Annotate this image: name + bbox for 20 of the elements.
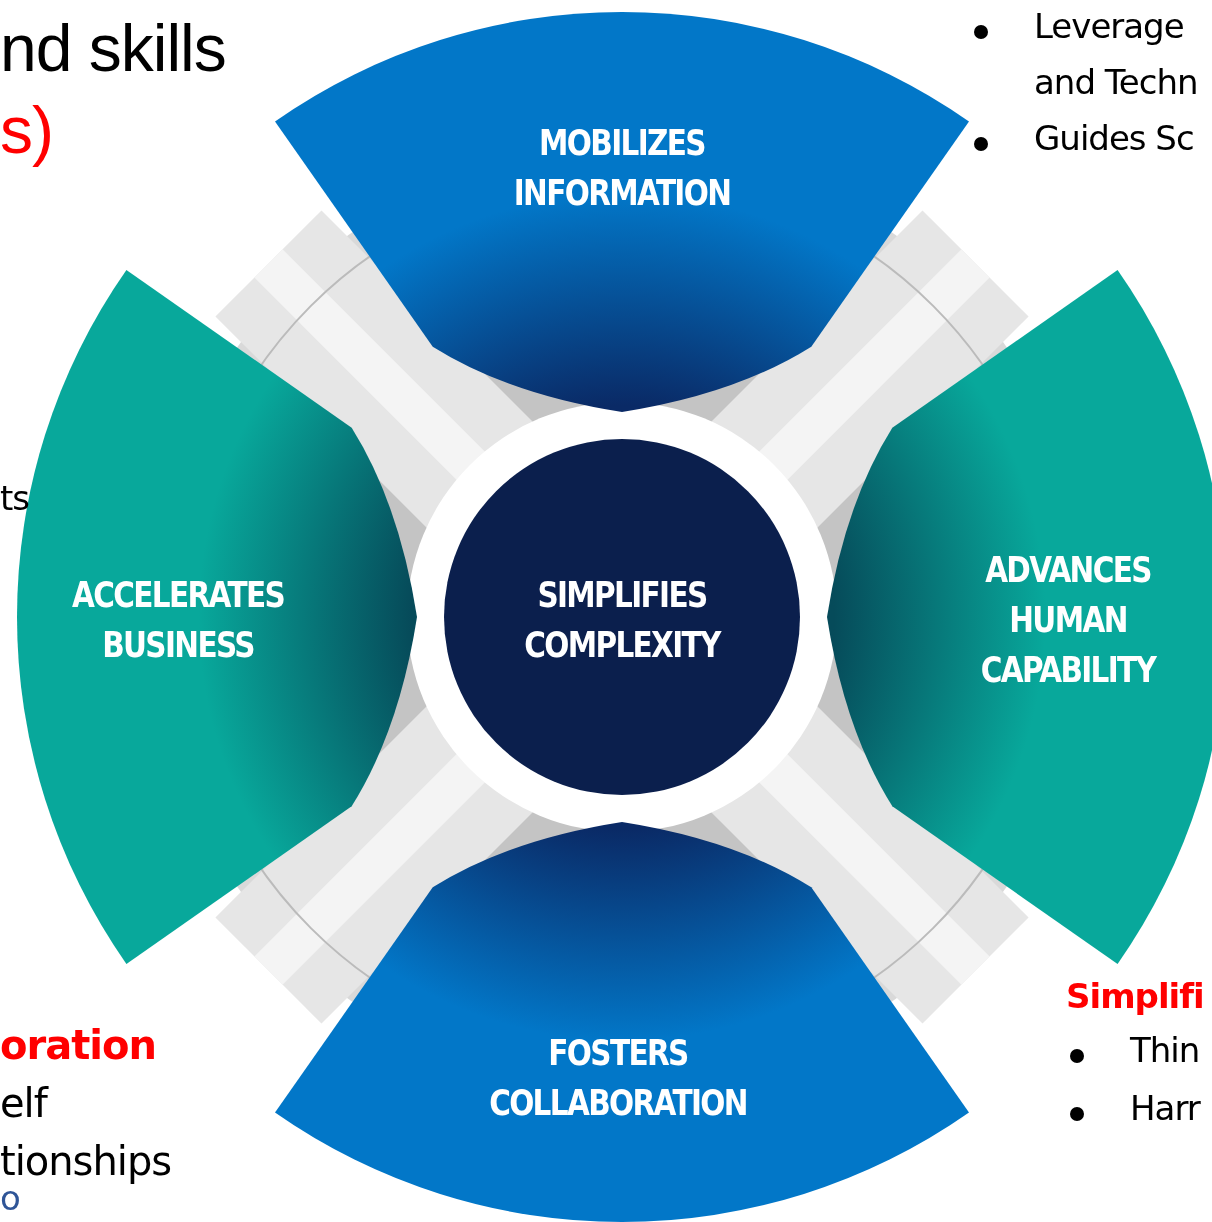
right-wedge-segment	[827, 270, 1212, 964]
cut-off-text: Thin	[1130, 1030, 1200, 1070]
cut-off-text: oration	[0, 1022, 156, 1068]
cut-off-text: Simplifi	[1066, 976, 1204, 1016]
center-circle	[444, 439, 800, 795]
cut-off-text: nd skills	[0, 10, 226, 86]
cut-off-text: s)	[0, 92, 53, 168]
cut-off-text: Guides Sc	[1034, 118, 1194, 158]
segment-label: FOSTERS COLLABORATION	[488, 1031, 748, 1125]
bottom-wedge-segment	[275, 822, 969, 1222]
segment-label: ACCELERATES BUSINESS	[70, 573, 286, 667]
cut-off-text: Harr	[1130, 1088, 1200, 1128]
cut-off-text: ts	[0, 478, 30, 518]
segment-label: SIMPLIFIES COMPLEXITY	[523, 573, 722, 667]
cut-off-text: Leverage	[1034, 6, 1184, 46]
top-wedge-segment	[275, 12, 969, 412]
segment-label: ADVANCES HUMAN CAPABILITY	[979, 548, 1158, 692]
cut-off-text: elf	[0, 1080, 47, 1126]
segment-label: MOBILIZES INFORMATION	[512, 121, 732, 215]
cut-off-text: and Techn	[1034, 62, 1198, 102]
